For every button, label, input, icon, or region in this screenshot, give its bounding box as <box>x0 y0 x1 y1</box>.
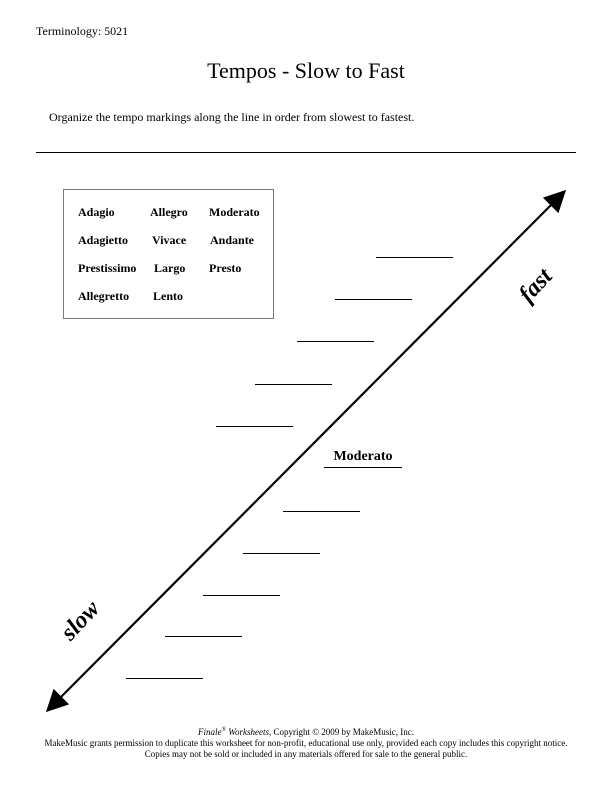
footer-line-2: MakeMusic grants permission to duplicate… <box>44 738 568 748</box>
answer-blank[interactable] <box>216 426 293 427</box>
worksheet-id: Terminology: 5021 <box>36 24 129 38</box>
answer-blank[interactable] <box>243 553 320 554</box>
answer-blank[interactable] <box>165 636 242 637</box>
instructions: Organize the tempo markings along the li… <box>49 110 415 124</box>
answer-blank[interactable] <box>297 341 374 342</box>
footer-line-1: Finale® Worksheets, Copyright © 2009 by … <box>197 727 415 737</box>
answer-blank[interactable] <box>376 257 453 258</box>
answer-blank[interactable] <box>335 299 412 300</box>
footer-line-3: Copies may not be sold or included in an… <box>144 749 468 759</box>
answer-blank[interactable] <box>126 678 203 679</box>
answer-blank[interactable] <box>255 384 332 385</box>
answer-blank[interactable] <box>203 595 280 596</box>
filled-answer-line <box>324 467 402 468</box>
divider <box>36 152 576 153</box>
filled-answer: Moderato <box>333 449 393 464</box>
slow-to-fast-arrow <box>45 189 567 713</box>
page-title: Tempos - Slow to Fast <box>207 58 405 83</box>
copyright-footer: Finale® Worksheets, Copyright © 2009 by … <box>0 725 612 760</box>
answer-blank[interactable] <box>283 511 360 512</box>
